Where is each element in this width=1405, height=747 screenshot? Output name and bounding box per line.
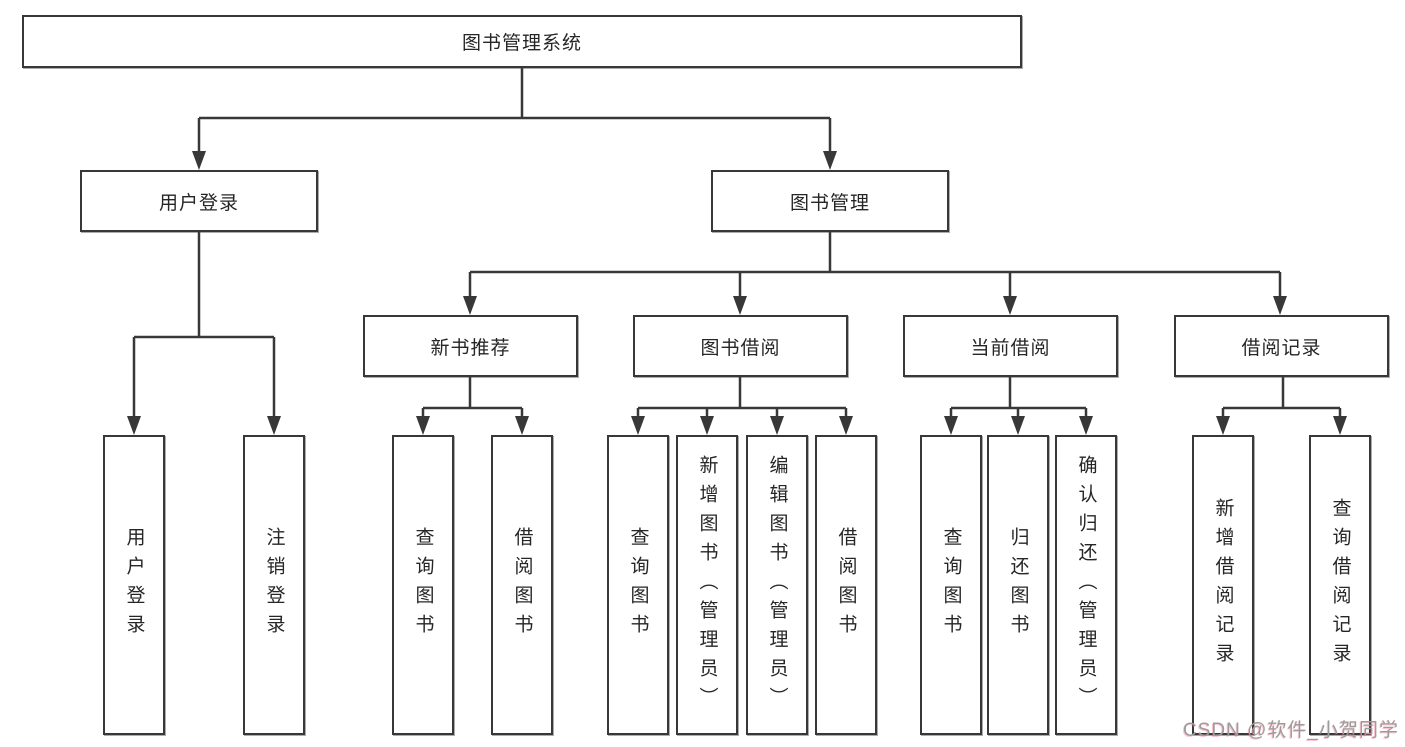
node-current-borrowing-label: 当前借阅 [970, 337, 1051, 359]
node-book-borrowing: 图书借阅 [633, 315, 848, 377]
node-root-label: 图书管理系统 [461, 33, 582, 54]
leaf-confirm-return-admin: 确认归还（管理员） [1055, 435, 1117, 735]
leaf-borrow-books: 借阅图书 [815, 435, 877, 735]
leaf-logout: 注销登录 [243, 435, 305, 735]
leaf-borrow-books-recommend: 借阅图书 [491, 435, 553, 735]
node-book-management-label: 图书管理 [789, 192, 870, 214]
leaf-add-borrow-record: 新增借阅记录 [1192, 435, 1254, 735]
leaf-query-books-current: 查询图书 [920, 435, 982, 735]
csdn-watermark: CSDN @软件_小贺同学 [1183, 720, 1399, 741]
node-user-login: 用户登录 [80, 170, 318, 232]
leaf-query-books-recommend: 查询图书 [392, 435, 454, 735]
leaf-return-books: 归还图书 [987, 435, 1049, 735]
node-root: 图书管理系统 [22, 15, 1022, 68]
leaf-query-books-borrowing: 查询图书 [607, 435, 669, 735]
leaf-add-book-admin: 新增图书（管理员） [676, 435, 738, 735]
node-borrow-records-label: 借阅记录 [1241, 337, 1322, 359]
node-new-book-recommend: 新书推荐 [363, 315, 578, 377]
leaf-edit-book-admin: 编辑图书（管理员） [746, 435, 808, 735]
node-current-borrowing: 当前借阅 [903, 315, 1118, 377]
node-new-book-recommend-label: 新书推荐 [430, 337, 511, 359]
node-borrow-records: 借阅记录 [1174, 315, 1389, 377]
node-book-management: 图书管理 [711, 170, 949, 232]
node-book-borrowing-label: 图书借阅 [700, 337, 781, 359]
leaf-user-login: 用户登录 [103, 435, 165, 735]
node-user-login-label: 用户登录 [158, 192, 239, 214]
leaf-query-borrow-record: 查询借阅记录 [1309, 435, 1371, 735]
